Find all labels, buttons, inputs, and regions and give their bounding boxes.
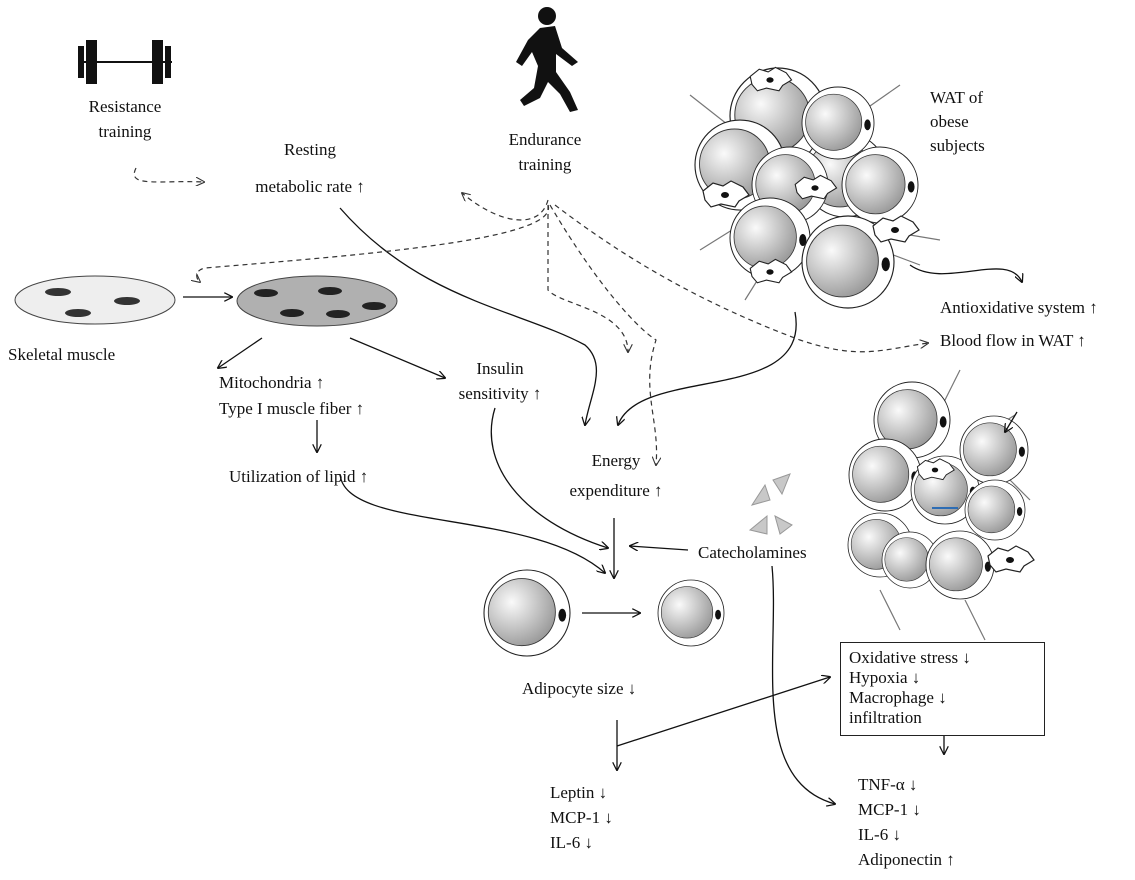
cytokine-item: Adiponectin ↑ <box>858 850 955 869</box>
trained-wat-cluster <box>848 370 1034 641</box>
box-line-hypoxia: Hypoxia ↓ <box>849 668 921 687</box>
label-blood-flow: Blood flow in WAT ↑ <box>940 331 1086 350</box>
box-line-infiltration: infiltration <box>849 708 922 727</box>
right-cytokine-list: TNF-α ↓ MCP-1 ↓ IL-6 ↓ Adiponectin ↑ <box>858 772 955 872</box>
box-line-macrophage: Macrophage ↓ <box>849 688 947 707</box>
box-line-oxidative-stress: Oxidative stress ↓ <box>849 648 971 667</box>
label-adipocyte-size: Adipocyte size ↓ <box>522 679 637 698</box>
label-line: Resting <box>284 140 336 159</box>
label-resting-metabolic-rate: Resting metabolic rate ↑ <box>235 131 385 205</box>
label-line: Endurance <box>508 130 582 149</box>
label-antioxidative-system: Antioxidative system ↑ <box>940 298 1098 317</box>
runner-icon <box>516 7 578 112</box>
label-skeletal-muscle: Skeletal muscle <box>8 345 116 364</box>
adipocyte-large <box>484 570 570 656</box>
cytokine-item: TNF-α ↓ <box>858 775 918 794</box>
label-line: obese <box>930 112 969 131</box>
label-endurance-training: Endurance training <box>480 127 610 177</box>
label-line: Resistance <box>88 97 162 116</box>
label-line: metabolic rate ↑ <box>255 177 365 196</box>
label-mitochondria: Mitochondria ↑ <box>219 373 325 392</box>
label-energy-expenditure: Energy expenditure ↑ <box>536 446 696 506</box>
adipocyte-small <box>658 580 724 646</box>
dumbbell-icon <box>78 40 172 84</box>
label-insulin-sensitivity: Insulin sensitivity ↑ <box>440 356 560 406</box>
muscle-untrained <box>14 275 176 325</box>
label-resistance-training: Resistance training <box>60 94 190 144</box>
label-type1-fiber: Type I muscle fiber ↑ <box>219 399 365 418</box>
obese-wat-cluster <box>690 67 941 308</box>
label-line: sensitivity ↑ <box>458 384 542 403</box>
label-line: Energy <box>591 451 641 470</box>
inflammation-box: Oxidative stress ↓ Hypoxia ↓ Macrophage … <box>840 642 1045 736</box>
cytokine-item: IL-6 ↓ <box>550 833 593 852</box>
label-line: training <box>518 155 572 174</box>
label-line: subjects <box>930 136 985 155</box>
cytokine-item: MCP-1 ↓ <box>858 800 921 819</box>
cytokine-item: MCP-1 ↓ <box>550 808 613 827</box>
cytokine-item: IL-6 ↓ <box>858 825 901 844</box>
label-catecholamines: Catecholamines <box>698 543 807 562</box>
catecholamine-icon <box>748 473 793 535</box>
muscle-trained <box>236 275 398 327</box>
label-line: training <box>98 122 152 141</box>
label-lipid-utilization: Utilization of lipid ↑ <box>229 467 369 486</box>
cytokine-item: Leptin ↓ <box>550 783 608 802</box>
left-cytokine-list: Leptin ↓ MCP-1 ↓ IL-6 ↓ <box>550 780 613 855</box>
label-wat-obese: WAT of obese subjects <box>930 86 985 158</box>
label-line: Insulin <box>476 359 524 378</box>
label-line: expenditure ↑ <box>569 481 663 500</box>
label-line: WAT of <box>930 88 984 107</box>
